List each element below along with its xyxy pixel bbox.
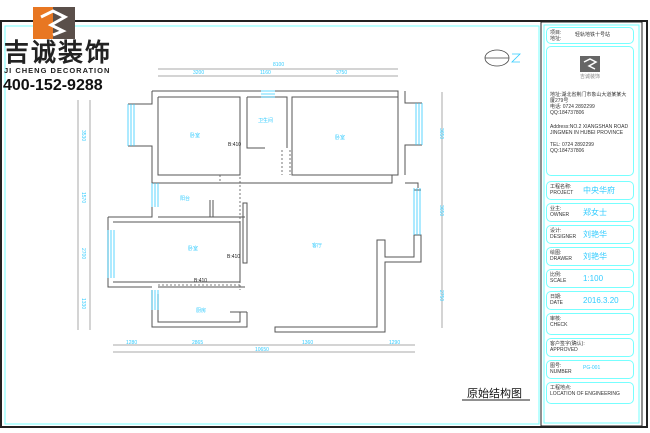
qq-cn: QQ:184737806 [550, 110, 585, 116]
title-block-field: 工程地点:LOCATION OF ENGINEERING [546, 382, 634, 404]
brand-name-en: JI CHENG DECORATION [4, 66, 111, 75]
field-value: 1:100 [583, 274, 604, 283]
tel-en: TEL: 0724 2892299 [550, 142, 594, 148]
title-block-field: 图号:NUMBER PG-001 [546, 360, 634, 379]
title-block-field: 审核:CHECK [546, 313, 634, 335]
field-label-en: PROJECT [550, 190, 574, 196]
title-block-field: 绘图:DRAWER 刘艳华 [546, 247, 634, 266]
field-label: 工程名称: [550, 184, 572, 190]
field-label: 业主: [550, 206, 562, 212]
title-block-company: 吉诚装饰 地址:湖北省荆门市象山大道某某大厦279号 电话: 0724 2892… [546, 46, 634, 176]
dim-top: 3750 [336, 70, 348, 76]
field-label-en: DRAWER [550, 256, 573, 262]
beam-label: B:410 [228, 142, 242, 148]
field-label-en: DATE [550, 300, 563, 306]
dim-left: 3530 [80, 130, 86, 142]
north-arrow-icon [484, 49, 521, 67]
field-label: 日期: [550, 294, 562, 300]
field-label: 设计: [550, 228, 562, 234]
title-block-field: 客户签字(确认):APPROVED [546, 338, 634, 357]
qq-en: QQ:184737806 [550, 148, 585, 154]
field-label: 图号: [550, 363, 562, 369]
room-label: 客厅 [312, 243, 323, 249]
dim-bottom-total: 10650 [255, 347, 269, 353]
dim-top: 3200 [193, 70, 205, 76]
company-name: 吉诚装饰 [579, 74, 600, 80]
title-block-field: 工程名称:PROJECT 中央华府 [546, 181, 634, 200]
field-label-en: CHECK [550, 322, 568, 328]
field-label: 比例: [550, 272, 562, 278]
company-logo-icon [580, 56, 600, 72]
dim-right: 3650 [438, 128, 444, 140]
field-label: 客户签字(确认): [550, 341, 585, 347]
field-label-en: LOCATION OF ENGINEERING [550, 391, 620, 397]
field-label: 绘图: [550, 250, 562, 256]
brand-phone: 400-152-9288 [3, 77, 103, 94]
field-value: 刘艳华 [583, 230, 607, 239]
room-label: 卧室 [188, 246, 199, 252]
dim-top: 1160 [260, 70, 271, 76]
dim-right: 2750 [438, 290, 444, 302]
address-cn: 地址:湖北省荆门市象山大道某某大厦279号 [550, 92, 627, 104]
dim-bottom: 1360 [302, 340, 314, 346]
field-value: 2016.3.20 [583, 296, 619, 305]
drawing-title: 原始结构图 [467, 387, 522, 400]
title-block-field: 比例:SCALE 1:100 [546, 269, 634, 288]
room-label: 卫生间 [258, 118, 274, 124]
field-value: 刘艳华 [583, 252, 607, 261]
room-label: 卧室 [335, 135, 346, 141]
dim-bottom: 1280 [126, 340, 138, 346]
field-label-en: OWNER [550, 212, 570, 218]
field-label-en: NUMBER [550, 369, 572, 375]
title-block-field: 设计:DESIGNER 刘艳华 [546, 225, 634, 244]
dim-left: 1330 [80, 298, 86, 310]
dim-left: 1570 [80, 192, 86, 204]
title-block-project-header: 项目: 地址: 轻轨地铁十号站 [546, 27, 634, 44]
field-label: 项目: 地址: [550, 30, 562, 42]
field-value: 中央华府 [583, 186, 615, 195]
dim-bottom: 1290 [389, 340, 401, 346]
title-block-field: 业主:OWNER 郑女士 [546, 203, 634, 222]
dim-right: 3650 [438, 205, 444, 217]
dim-left: 2700 [80, 248, 86, 260]
field-label-en: APPROVED [550, 347, 578, 353]
title-block-field: 日期:DATE 2016.3.20 [546, 291, 634, 310]
field-label: 工程地点: [550, 385, 572, 391]
brand-logo-icon [33, 7, 75, 39]
brand-name: 吉诚装饰 [4, 38, 113, 67]
room-label: 厨房 [196, 308, 207, 314]
field-value: 轻轨地铁十号站 [575, 32, 611, 38]
tel-cn: 电话: 0724 2892299 [550, 104, 595, 110]
beam-label: B:410 [194, 278, 208, 284]
field-label-en: DESIGNER [550, 234, 577, 240]
field-value: 郑女士 [583, 208, 607, 217]
beam-label: B:410 [227, 254, 241, 260]
field-label-en: SCALE [550, 278, 567, 284]
room-label: 卧室 [190, 133, 201, 139]
field-label: 审核: [550, 316, 562, 322]
field-value: PG-001 [583, 365, 601, 371]
address-en: Address:NO.2 XIANGSHAN ROAD JINGMEN IN H… [550, 124, 629, 136]
dim-bottom: 2865 [192, 340, 204, 346]
dim-top-total: 8100 [273, 62, 285, 68]
room-label: 阳台 [180, 196, 191, 202]
